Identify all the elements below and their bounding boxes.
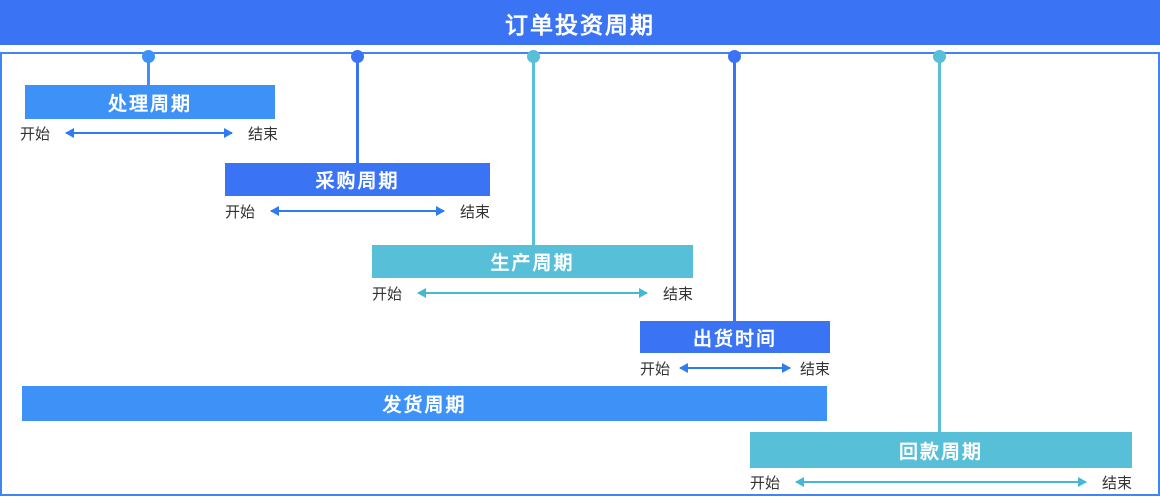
double-arrow-icon (679, 363, 791, 373)
range-row-procurement: 开始 结束 (225, 200, 490, 222)
end-label: 结束 (1101, 474, 1132, 492)
end-label: 结束 (247, 125, 278, 143)
start-label: 开始 (20, 125, 51, 143)
timeline-dot (351, 50, 364, 63)
start-label: 开始 (372, 285, 403, 303)
connector-shipping (728, 50, 741, 322)
timeline-dot (728, 50, 741, 63)
title-bar: 订单投资周期 (0, 0, 1160, 45)
phase-bar-shipping: 出货时间 (640, 321, 830, 353)
end-label: 结束 (662, 285, 693, 303)
diagram-title: 订单投资周期 (505, 11, 655, 38)
range-row-production: 开始 结束 (372, 282, 693, 304)
start-label: 开始 (750, 474, 781, 492)
connector-processing (142, 50, 155, 85)
start-label: 开始 (640, 360, 671, 378)
start-label: 开始 (225, 203, 256, 221)
timeline-dot (933, 50, 946, 63)
phase-bar-collection: 回款周期 (750, 432, 1132, 468)
connector-production (527, 50, 540, 245)
connector-procurement (351, 50, 364, 164)
double-arrow-icon (795, 477, 1087, 487)
phase-bar-production: 生产周期 (372, 245, 693, 278)
double-arrow-icon (417, 288, 648, 298)
timeline-dot (527, 50, 540, 63)
double-arrow-icon (270, 206, 445, 216)
range-row-collection: 开始 结束 (750, 471, 1132, 493)
end-label: 结束 (799, 360, 830, 378)
end-label: 结束 (459, 203, 490, 221)
range-row-processing: 开始 结束 (20, 122, 278, 144)
phase-bar-delivery: 发货周期 (22, 386, 827, 421)
range-row-shipping: 开始 结束 (640, 357, 830, 379)
phase-bar-procurement: 采购周期 (225, 163, 490, 196)
double-arrow-icon (65, 128, 233, 138)
timeline-dot (142, 50, 155, 63)
connector-collection (933, 50, 946, 432)
diagram-frame (0, 52, 1160, 496)
phase-bar-processing: 处理周期 (25, 85, 275, 119)
